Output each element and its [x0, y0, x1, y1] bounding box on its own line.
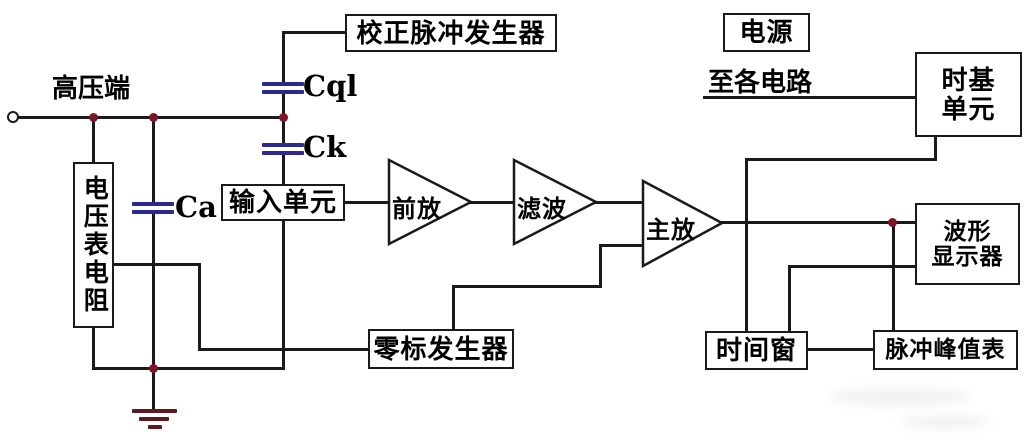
ground-icon — [132, 409, 177, 413]
wire-input-to-preamp — [344, 201, 390, 204]
time-base-unit-label-line1: 时基 — [941, 64, 996, 95]
capacitor-ca-plate-top — [132, 202, 174, 206]
wire-timebase-to-timewindow — [745, 158, 748, 332]
wire-input-unit-to-ground — [282, 220, 285, 369]
mainamp-label: 主放 — [646, 217, 696, 244]
ground-icon-bar2 — [139, 417, 169, 421]
zero-mark-generator-label: 零标发生器 — [373, 333, 509, 364]
waveform-display-label-line1: 波形 — [943, 217, 992, 244]
junction-dot-ground — [149, 364, 158, 373]
capacitor-ck-plate-top — [262, 143, 304, 147]
capacitor-cql-plate-top — [262, 82, 304, 86]
pulse-peak-meter-box: 脉冲峰值表 — [873, 330, 1018, 370]
wire-ground-bus — [92, 367, 285, 370]
wire-output-to-peakmeter — [892, 221, 895, 332]
junction-dot-resistor-tap — [89, 113, 98, 122]
time-window-label: 时间窗 — [715, 335, 797, 366]
wire-power-distribution — [703, 96, 917, 99]
capacitor-cql-label: Cql — [303, 69, 358, 103]
scan-artifact-smudge — [830, 388, 970, 406]
wire-preamp-to-filter — [469, 201, 516, 204]
wire-bus-to-ca — [152, 117, 155, 204]
voltmeter-resistor-box: 电压表电阻 — [73, 162, 114, 328]
capacitor-ck-plate-bottom — [262, 151, 304, 155]
wire-ground-stem — [152, 368, 155, 410]
waveform-display-box: 波形 显示器 — [915, 203, 1020, 285]
input-unit-box: 输入单元 — [221, 184, 345, 221]
waveform-display-label-line2: 显示器 — [931, 243, 1004, 269]
input-unit-label: 输入单元 — [228, 187, 337, 218]
power-supply-box: 电源 — [723, 13, 810, 52]
pulse-peak-meter-label: 脉冲峰值表 — [885, 336, 1006, 363]
preamp-label: 前放 — [392, 196, 442, 223]
junction-dot-cap-divider — [279, 113, 288, 122]
wire-timebase-branch — [745, 158, 937, 161]
zero-mark-generator-box: 零标发生器 — [368, 329, 514, 369]
wire-timebase-bottom-drop — [934, 136, 937, 161]
wire-ca-to-ground — [152, 212, 155, 370]
input-terminal-circle — [7, 111, 19, 123]
capacitor-cql-plate-bottom — [262, 90, 304, 94]
wire-resistor-to-ground — [92, 326, 95, 370]
time-window-box: 时间窗 — [705, 331, 808, 370]
capacitor-ck-label: Ck — [303, 130, 347, 164]
wire-display-to-timewindow — [788, 265, 917, 268]
wire-zeromark-seg-upper — [599, 244, 644, 247]
to-all-circuits-label: 至各电路 — [708, 67, 813, 97]
calibration-pulse-generator-box: 校正脉冲发生器 — [345, 14, 557, 52]
scan-artifact-smudge2 — [900, 415, 990, 429]
filter-label: 滤波 — [517, 196, 567, 223]
wire-zeromark-seg-lower — [452, 285, 602, 288]
wire-bus-to-resistor — [92, 117, 95, 164]
wire-to-calibration-generator — [282, 31, 347, 34]
ground-icon-bar3 — [148, 425, 162, 429]
wire-tap-drop — [198, 263, 201, 351]
calibration-pulse-generator-label: 校正脉冲发生器 — [356, 17, 546, 48]
wire-cql-top — [282, 31, 285, 84]
capacitor-ca-label: Ca — [175, 190, 217, 224]
wire-filter-to-mainamp — [594, 201, 644, 204]
wire-zeromark-top-drop — [452, 285, 455, 331]
time-base-unit-label-line2: 单元 — [941, 93, 996, 124]
wire-resistor-tap — [112, 263, 201, 266]
wire-timewindow-right-drop — [788, 265, 791, 333]
power-supply-label: 电源 — [739, 17, 794, 48]
capacitor-ca-plate-bottom — [132, 210, 174, 214]
junction-dot-ca-tap — [149, 113, 158, 122]
wire-mainamp-output — [719, 221, 917, 224]
time-base-unit-box: 时基 单元 — [915, 52, 1022, 137]
wire-zeromark-riser — [599, 244, 602, 288]
wire-ck-to-input-unit — [282, 152, 285, 185]
high-voltage-terminal-label: 高压端 — [52, 73, 131, 103]
voltmeter-resistor-label: 电压表电阻 — [80, 175, 109, 315]
wire-timewindow-to-peakmeter — [806, 348, 875, 351]
junction-dot-output-branch — [888, 218, 897, 227]
